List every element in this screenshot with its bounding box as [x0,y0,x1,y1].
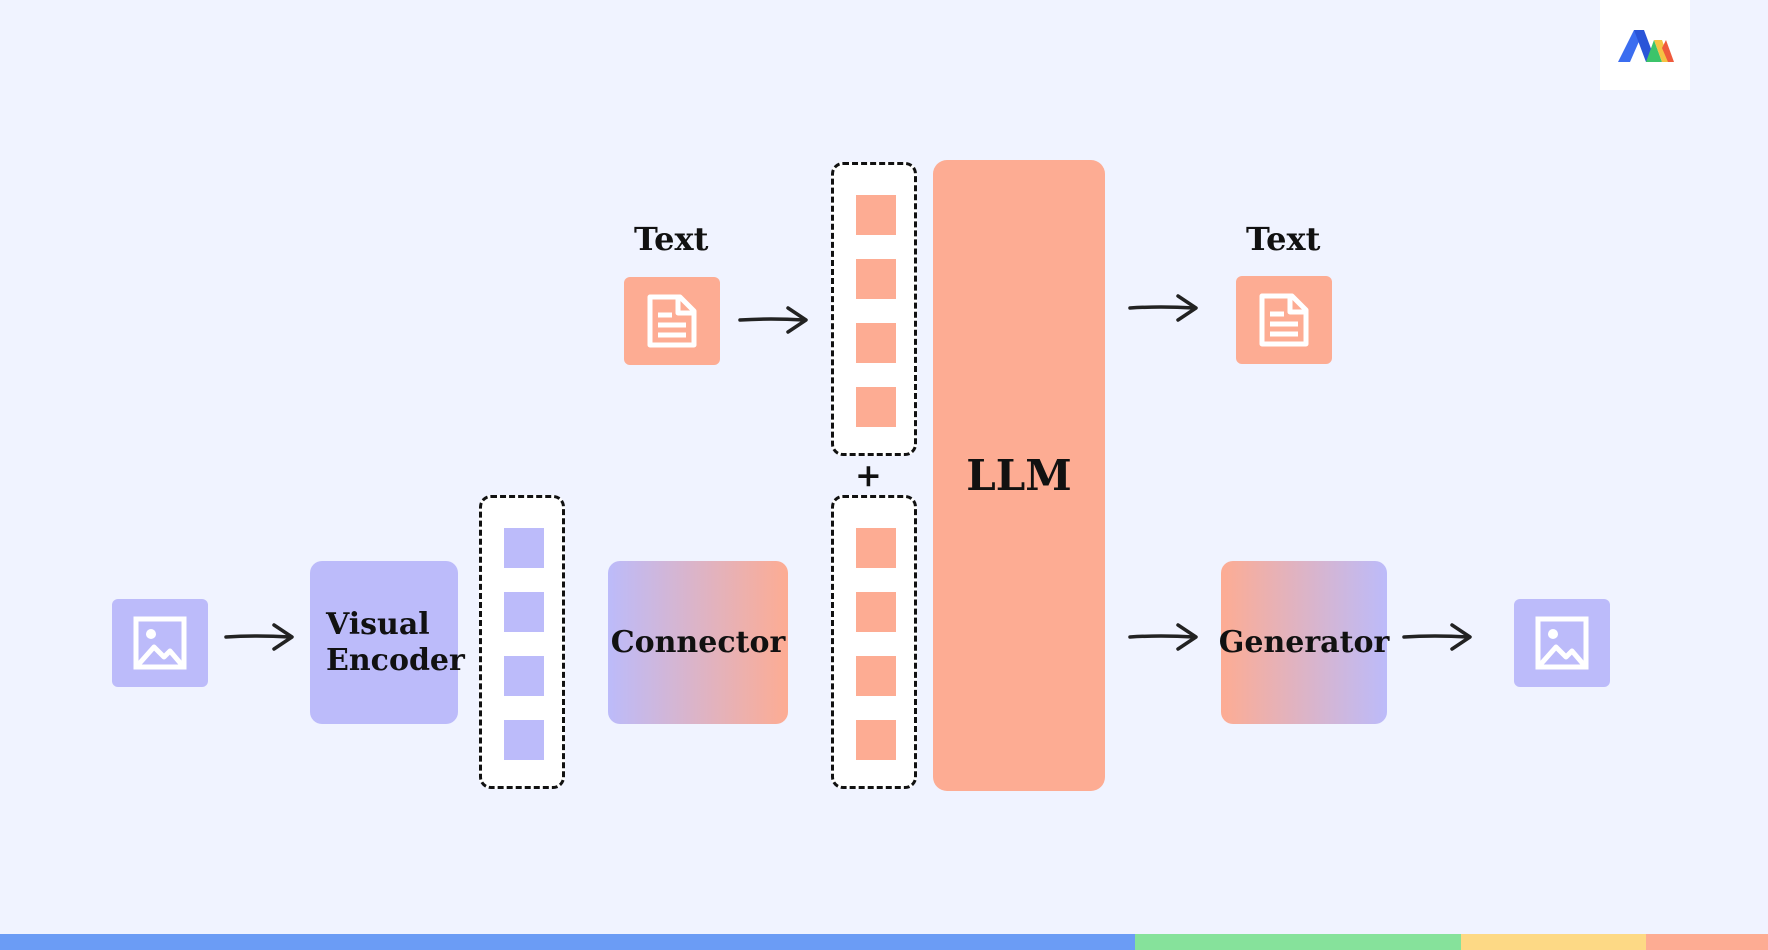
arrow-text-to-tokens [738,306,808,334]
text-token-column [831,162,917,456]
text-token [856,259,896,299]
text-token [856,387,896,427]
projected-token-column [831,495,917,789]
text-output-node [1236,276,1332,364]
footer-bar-green [1135,934,1461,950]
text-input-label: Text [634,220,709,258]
projected-token [856,720,896,760]
generator-node: Generator [1219,561,1389,724]
document-icon [1259,293,1309,347]
visual-encoder-label-line1: Visual [326,606,430,642]
image-icon [1535,616,1589,670]
image-input-node [112,599,208,687]
arrow-llm-to-text [1128,294,1198,322]
visual-token [504,656,544,696]
visual-token [504,528,544,568]
image-icon [133,616,187,670]
logo [1600,0,1690,90]
visual-encoder-label-line2: Encoder [326,642,465,678]
arrow-generator-to-image [1402,623,1472,651]
connector-node: Connector [608,561,788,724]
projected-token [856,592,896,632]
arrow-image-to-encoder [224,623,294,651]
llm-node: LLM [933,160,1105,791]
projected-token [856,656,896,696]
text-token [856,323,896,363]
logo-mark-icon [1618,30,1674,62]
plus-sign: + [855,456,882,494]
document-icon [647,294,697,348]
visual-token-column [479,495,565,789]
image-output-node [1514,599,1610,687]
visual-token [504,720,544,760]
footer-bar-yellow [1461,934,1646,950]
text-output-label: Text [1246,220,1321,258]
visual-token [504,592,544,632]
footer-bar-salmon [1646,934,1768,950]
footer-bar-blue [0,934,1135,950]
projected-token [856,528,896,568]
text-input-node [624,277,720,365]
arrow-llm-to-generator [1128,623,1198,651]
text-token [856,195,896,235]
visual-encoder-node: Visual Encoder [310,561,465,724]
